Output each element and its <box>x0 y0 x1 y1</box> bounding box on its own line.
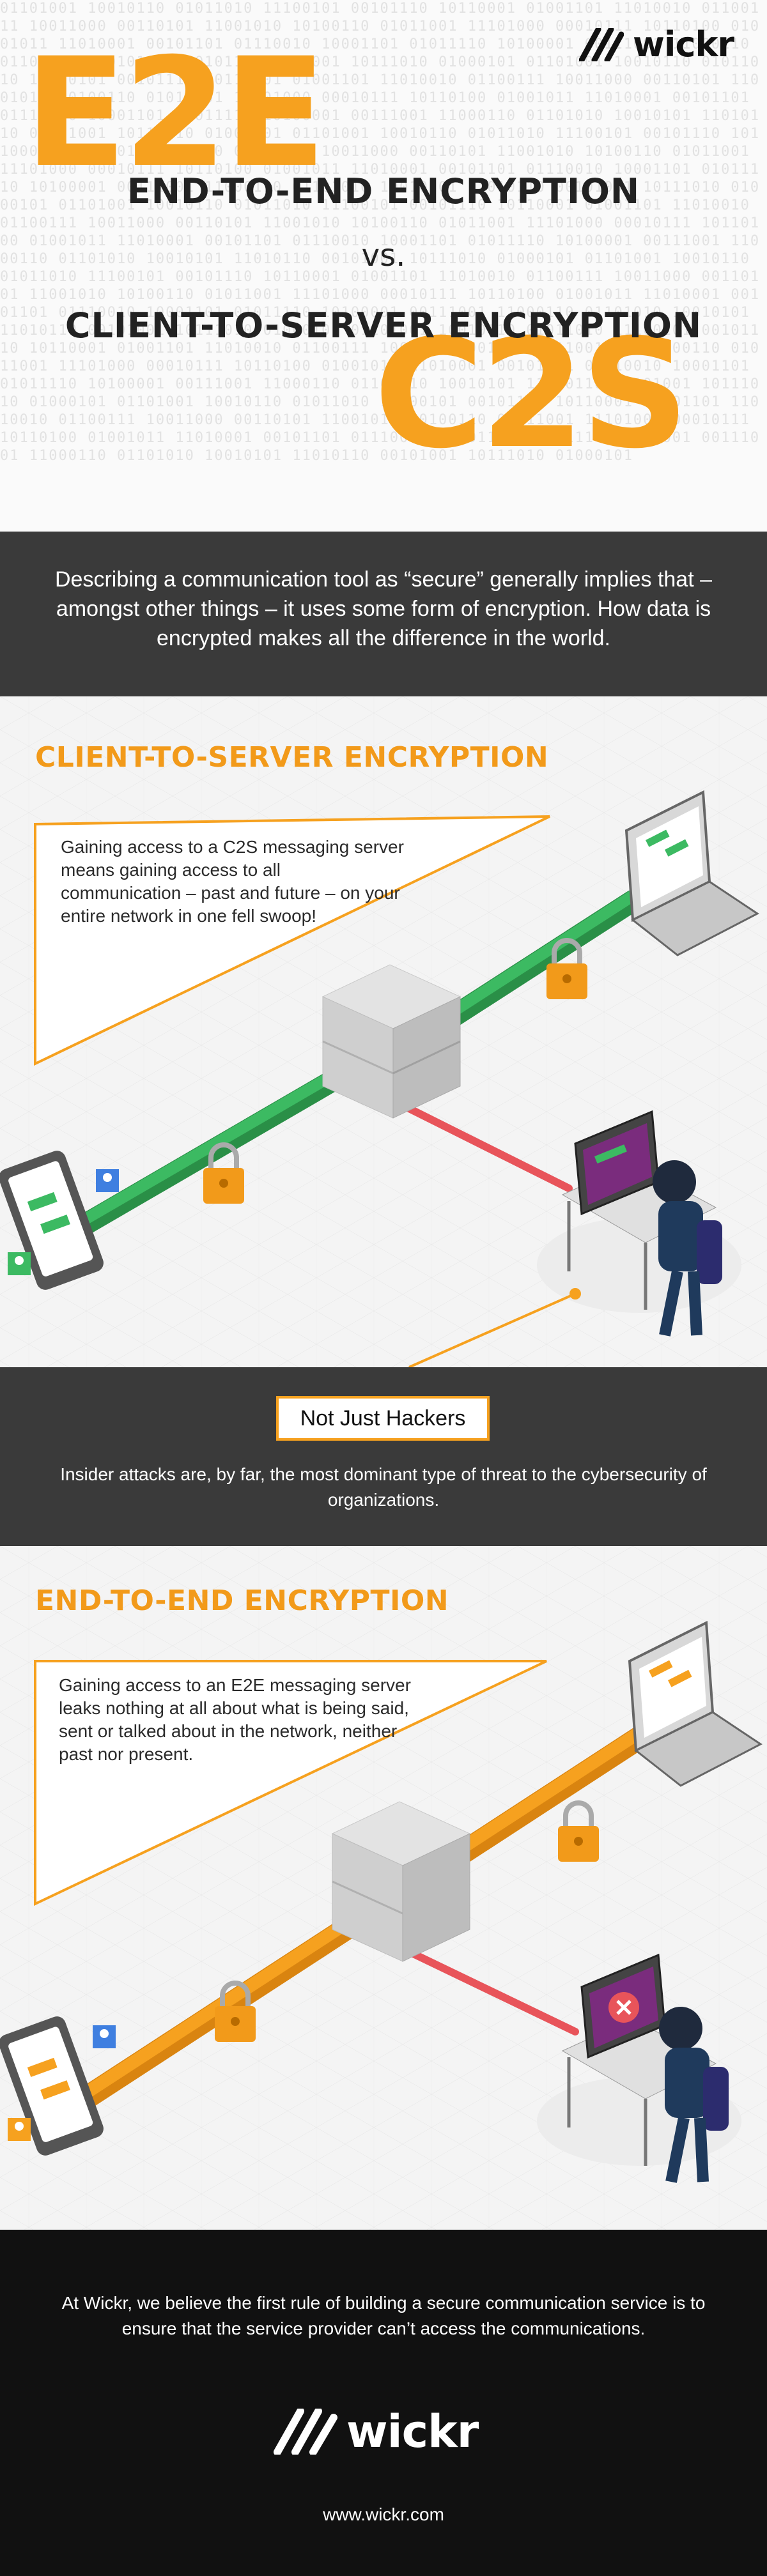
header-section: 01101001 10010110 01011010 11100101 0010… <box>0 0 767 532</box>
c2s-section: CLIENT-TO-SERVER ENCRYPTION <box>0 696 767 1367</box>
intro-section: Describing a communication tool as “secu… <box>0 532 767 696</box>
hackers-text: Insider attacks are, by far, the most do… <box>60 1464 707 1510</box>
hackers-section: Not Just Hackers Insider attacks are, by… <box>0 1367 767 1546</box>
footer-text: At Wickr, we believe the first rule of b… <box>61 2293 706 2338</box>
wickr-logo-text: wickr <box>633 24 734 65</box>
lock-icon-left-e2e <box>215 1981 256 2042</box>
c2s-title: CLIENT-TO-SERVER ENCRYPTION <box>35 741 549 774</box>
footer-url-link[interactable]: www.wickr.com <box>323 2504 444 2524</box>
e2e-callout-text: Gaining access to an E2E messaging serve… <box>59 1675 411 1764</box>
wickr-logo[interactable]: wickr <box>579 24 734 65</box>
e2e-section: END-TO-END ENCRYPTION <box>0 1546 767 2230</box>
intro-text: Describing a communication tool as “secu… <box>54 567 713 650</box>
phone-left <box>0 1151 119 1290</box>
hackers-badge: Not Just Hackers <box>276 1396 490 1441</box>
laptop-top-right <box>624 790 759 956</box>
hacker-workstation <box>537 1110 741 1337</box>
footer-wickr-logo[interactable]: wickr <box>274 2405 479 2458</box>
wickr-slash-icon <box>579 27 624 61</box>
server-box <box>322 964 461 1119</box>
e2e-big-heading: E2E <box>24 26 327 201</box>
binary-background: 01101001 10010110 01011010 11100101 0010… <box>0 1 761 464</box>
lock-icon-right <box>546 938 587 999</box>
footer-wickr-logo-text: wickr <box>346 2405 479 2458</box>
lock-icon-left <box>203 1142 244 1204</box>
c2s-illustration <box>0 790 759 1367</box>
e2e-title: END-TO-END ENCRYPTION <box>35 1584 449 1617</box>
laptop-top-right-e2e <box>628 1620 763 1787</box>
c2s-callout-text: Gaining access to a C2S messaging server… <box>61 837 404 926</box>
c2s-subheading: CLIENT-TO-SERVER ENCRYPTION <box>65 305 702 346</box>
e2e-subheading: END-TO-END ENCRYPTION <box>127 171 640 211</box>
phone-left-e2e <box>0 2016 116 2156</box>
footer-section: At Wickr, we believe the first rule of b… <box>0 2230 767 2576</box>
lock-icon-right-e2e <box>558 1800 599 1862</box>
hacker-workstation-e2e <box>537 1953 741 2183</box>
hackers-badge-label: Not Just Hackers <box>300 1406 466 1430</box>
wickr-slash-icon-footer <box>274 2409 337 2455</box>
c2s-big-heading: C2S <box>374 307 689 482</box>
e2e-illustration <box>0 1620 763 2183</box>
vs-label: vs. <box>361 238 406 273</box>
server-box-e2e <box>331 1801 471 1962</box>
